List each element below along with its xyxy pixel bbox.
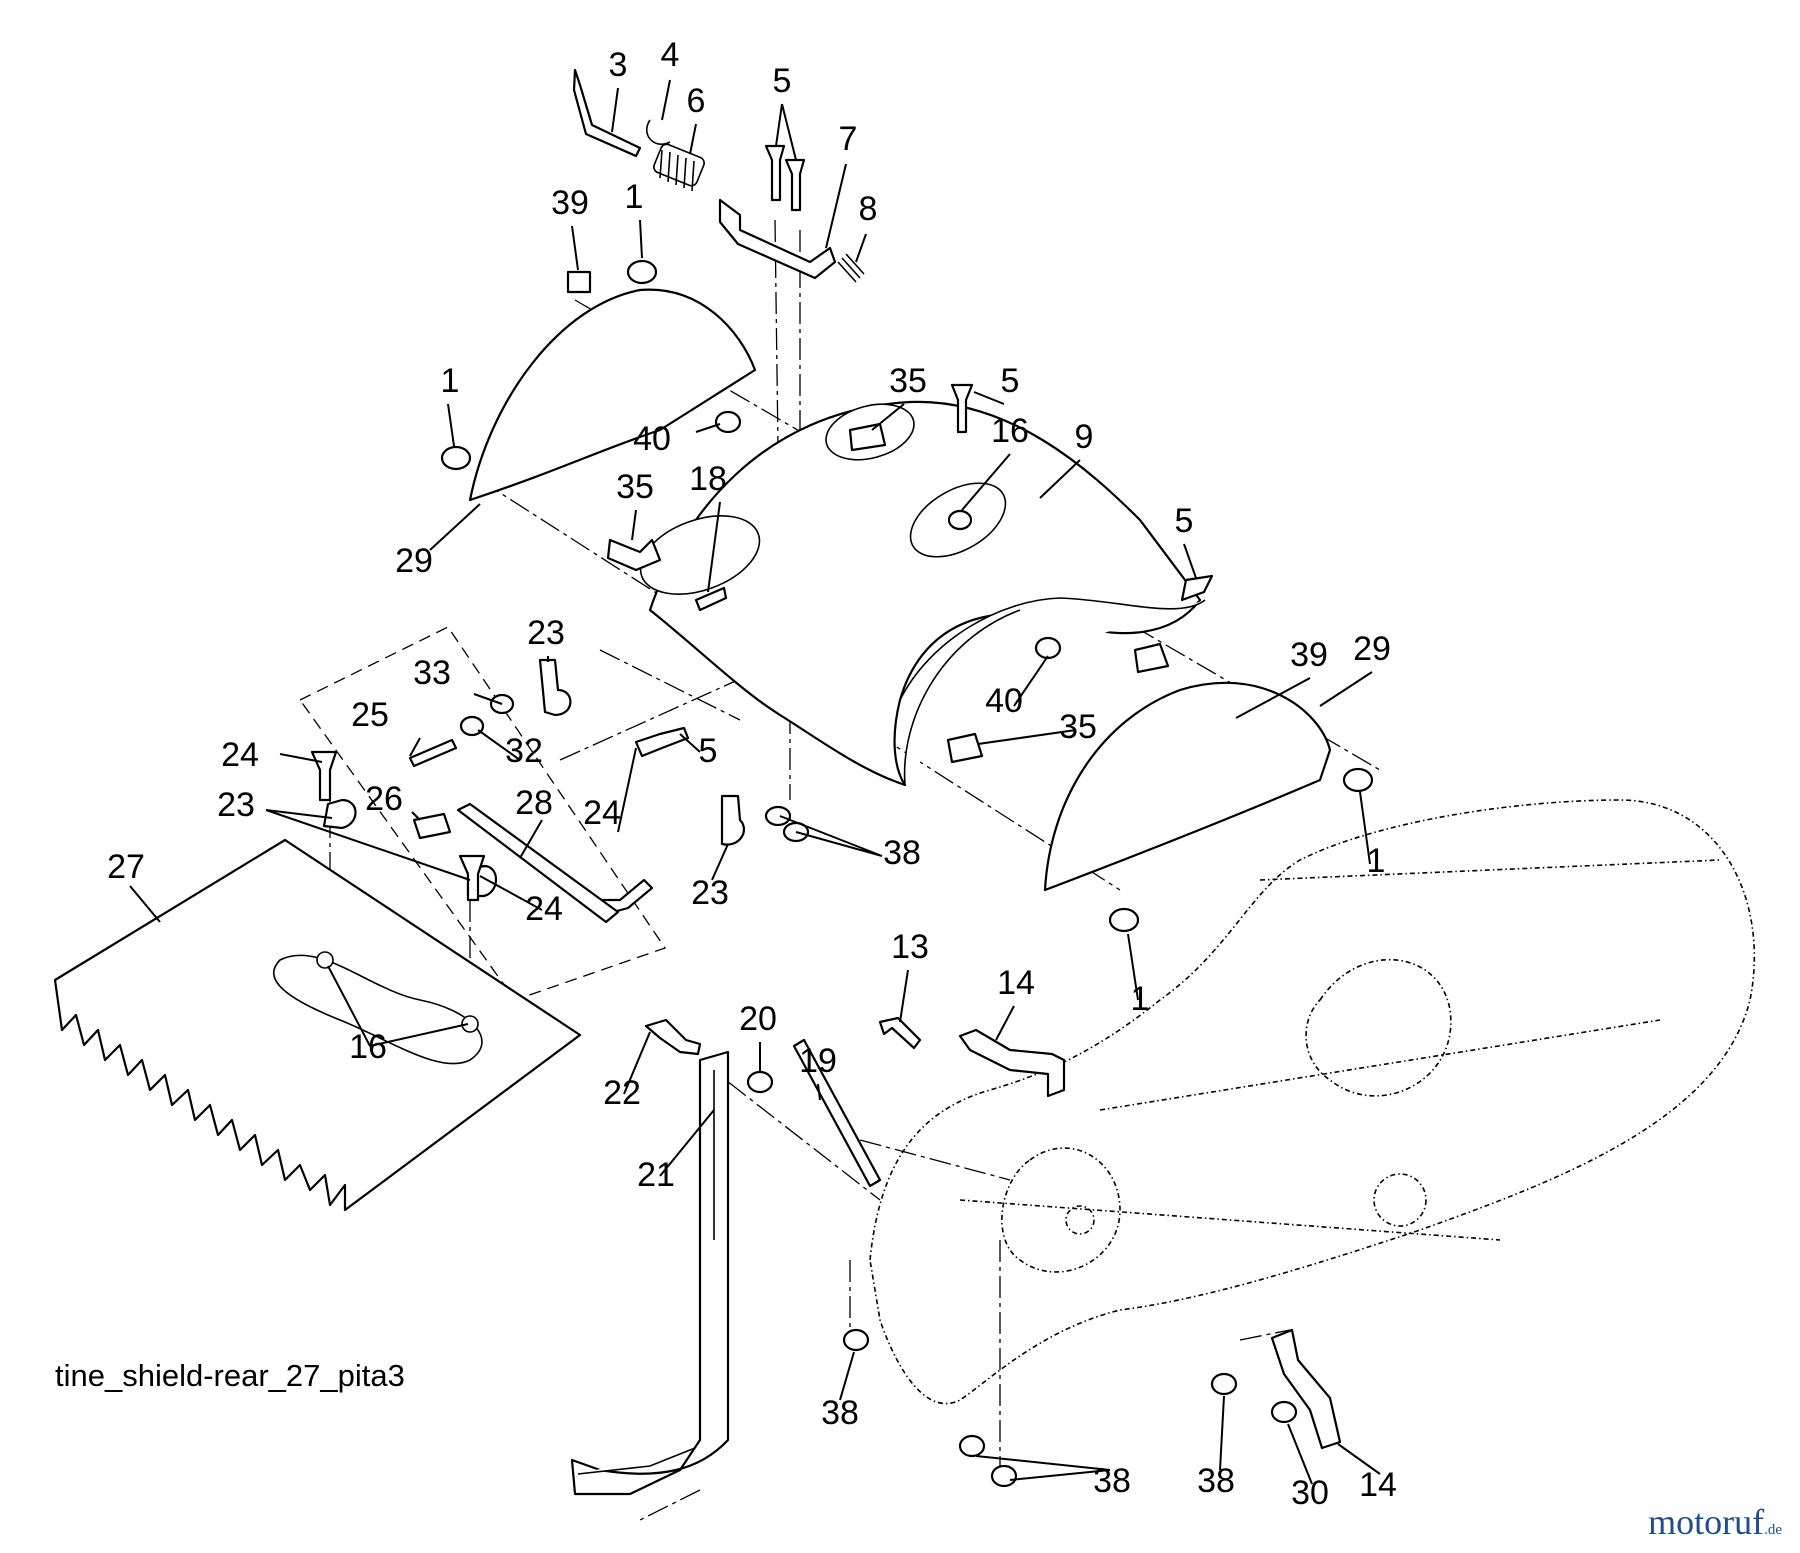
spring bbox=[653, 143, 705, 192]
leader-lines bbox=[129, 79, 1381, 1485]
callout-c35c: 35 bbox=[1059, 708, 1097, 746]
callout-c24b: 24 bbox=[583, 794, 621, 832]
depth-stake bbox=[570, 1050, 730, 1496]
watermark-brand: motoruf bbox=[1648, 1502, 1765, 1542]
callout-c1a: 1 bbox=[625, 178, 644, 216]
callout-c5b: 5 bbox=[1001, 362, 1020, 400]
callout-c3: 3 bbox=[609, 46, 628, 84]
callout-c5d: 5 bbox=[699, 732, 718, 770]
callout-c33: 33 bbox=[413, 654, 451, 692]
callout-c32: 32 bbox=[505, 732, 543, 770]
callout-c5a: 5 bbox=[773, 62, 792, 100]
callout-c18: 18 bbox=[689, 460, 727, 498]
watermark-tld: .de bbox=[1764, 1522, 1782, 1538]
callout-c40a: 40 bbox=[633, 420, 671, 458]
callout-c1d: 1 bbox=[1131, 980, 1150, 1018]
callout-c1b: 1 bbox=[441, 362, 460, 400]
callout-c16a: 16 bbox=[991, 412, 1029, 450]
callout-c35b: 35 bbox=[616, 468, 654, 506]
figure-id-label: tine_shield-rear_27_pita3 bbox=[55, 1358, 405, 1393]
callout-c24c: 24 bbox=[525, 890, 563, 928]
left-side-plate bbox=[468, 288, 757, 502]
callout-c30: 30 bbox=[1291, 1474, 1329, 1512]
callout-c38b: 38 bbox=[821, 1394, 859, 1432]
callout-c39b: 39 bbox=[1290, 636, 1328, 674]
callout-c13: 13 bbox=[891, 928, 929, 966]
callout-c4: 4 bbox=[661, 36, 680, 74]
callout-c25: 25 bbox=[351, 696, 389, 734]
callout-c38c: 38 bbox=[1093, 1462, 1131, 1500]
deflector-mount-frame bbox=[299, 626, 667, 1001]
callout-c26: 26 bbox=[365, 780, 403, 818]
callout-c5c: 5 bbox=[1175, 502, 1194, 540]
callout-c14b: 14 bbox=[1359, 1466, 1397, 1504]
callout-c9: 9 bbox=[1075, 418, 1094, 456]
rear-deflector bbox=[53, 838, 582, 1212]
callout-c23a: 23 bbox=[527, 614, 565, 652]
transmission-housing bbox=[869, 799, 1756, 1405]
right-side-plate bbox=[1043, 681, 1332, 892]
callout-c29a: 29 bbox=[395, 542, 433, 580]
callout-c19: 19 bbox=[799, 1042, 837, 1080]
callout-c35a: 35 bbox=[889, 362, 927, 400]
callout-c21: 21 bbox=[637, 1156, 675, 1194]
callout-c22: 22 bbox=[603, 1074, 641, 1112]
callout-c7: 7 bbox=[839, 120, 858, 158]
callout-c27: 27 bbox=[107, 848, 145, 886]
callout-c23c: 23 bbox=[691, 874, 729, 912]
hardware bbox=[310, 68, 1374, 1488]
watermark-logo: motoruf.de bbox=[1648, 1501, 1782, 1543]
callout-c24a: 24 bbox=[221, 736, 259, 774]
callout-c16b: 16 bbox=[349, 1028, 387, 1066]
callout-c38a: 38 bbox=[883, 834, 921, 872]
callout-c8: 8 bbox=[859, 190, 878, 228]
callout-c28: 28 bbox=[515, 784, 553, 822]
callout-c1c: 1 bbox=[1367, 842, 1386, 880]
callout-c40b: 40 bbox=[985, 682, 1023, 720]
callout-c23b: 23 bbox=[217, 786, 255, 824]
callout-c6: 6 bbox=[687, 82, 706, 120]
callout-c38d: 38 bbox=[1197, 1462, 1235, 1500]
callout-c20: 20 bbox=[739, 1000, 777, 1038]
callout-c14a: 14 bbox=[997, 964, 1035, 1002]
callout-c29b: 29 bbox=[1353, 630, 1391, 668]
callout-c39a: 39 bbox=[551, 184, 589, 222]
